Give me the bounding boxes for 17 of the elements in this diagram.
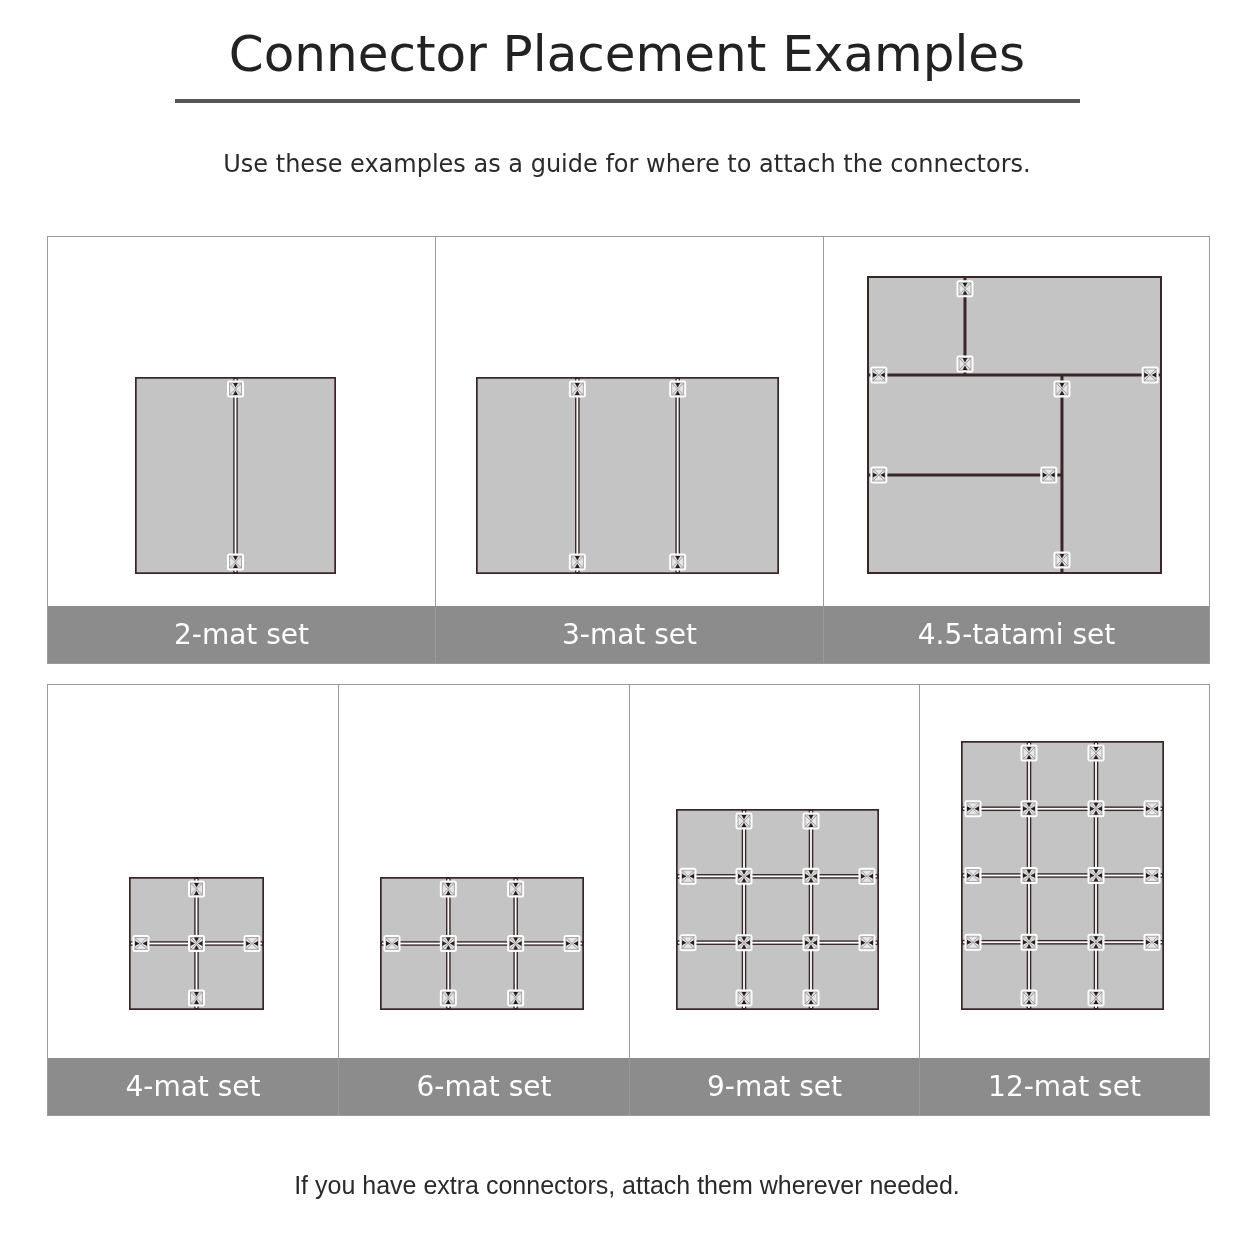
caption-band: 3-mat set	[436, 606, 823, 663]
example-panel	[823, 236, 1210, 664]
caption-band: 2-mat set	[48, 606, 435, 663]
example-panel	[47, 684, 339, 1116]
caption-band: 6-mat set	[339, 1058, 629, 1115]
example-panel	[629, 684, 920, 1116]
caption-band: 9-mat set	[630, 1058, 919, 1115]
page-title: Connector Placement Examples	[228, 24, 1026, 85]
example-panel	[338, 684, 630, 1116]
caption-band: 4.5-tatami set	[824, 606, 1209, 663]
caption-band: 4-mat set	[48, 1058, 338, 1115]
example-panel	[435, 236, 824, 664]
example-panel	[919, 684, 1210, 1116]
subtitle: Use these examples as a guide for where to attach the connectors.	[223, 149, 1031, 180]
footnote: If you have extra connectors, attach them wherever needed.	[294, 1170, 960, 1201]
example-panel	[47, 236, 436, 664]
caption-band: 12-mat set	[920, 1058, 1209, 1115]
